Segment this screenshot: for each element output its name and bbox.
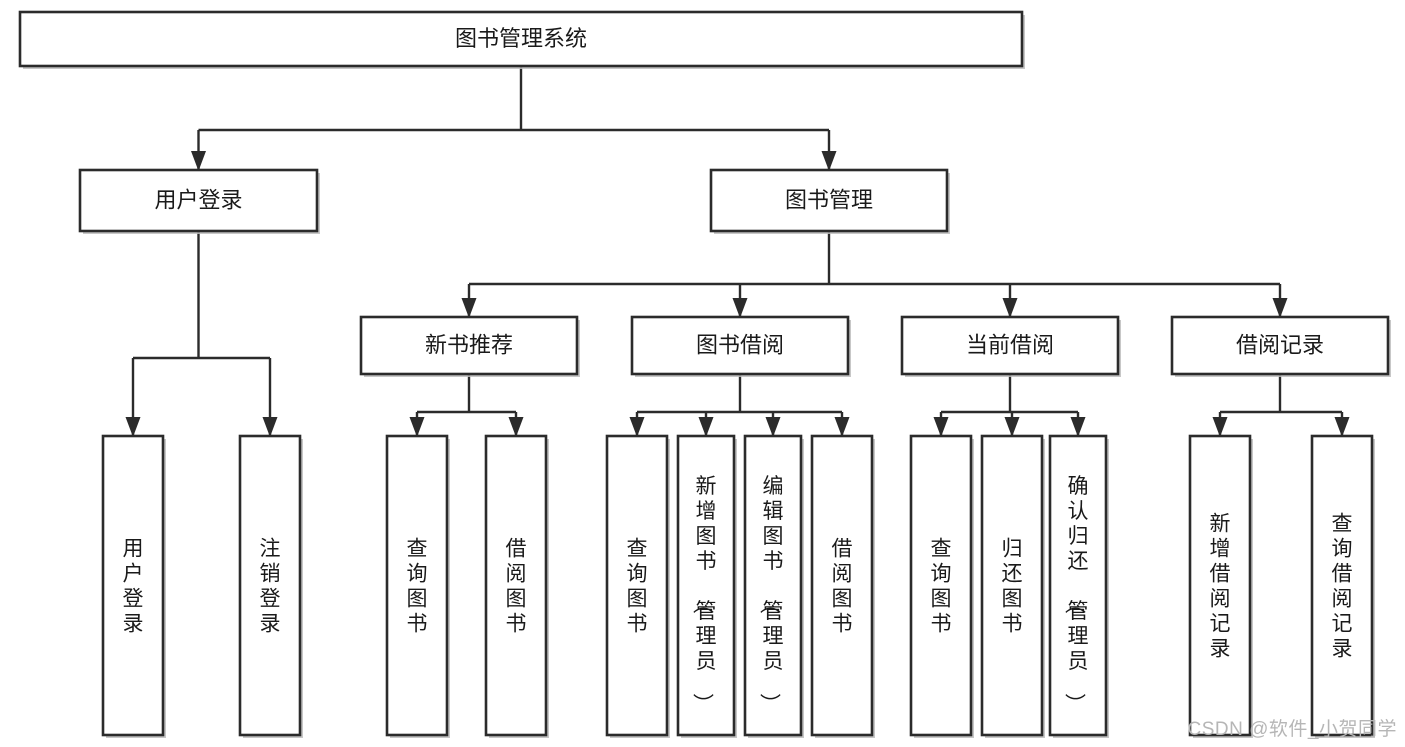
node-leaf-confirm-return[interactable]: 确认归还（管理员）: [1048, 434, 1109, 738]
arrow-head-icon: [765, 417, 781, 437]
node-box[interactable]: [900, 315, 1120, 376]
node-box[interactable]: [810, 434, 874, 737]
node-label: 借阅图书: [506, 538, 527, 636]
node-label: 借阅记录: [1236, 332, 1324, 357]
node-book-manage[interactable]: 图书管理: [709, 168, 950, 234]
arrow-head-icon: [732, 298, 748, 318]
node-label: 借阅图书: [832, 538, 853, 636]
node-box[interactable]: [909, 434, 973, 737]
connector-group: [1212, 374, 1350, 437]
connector-group: [461, 231, 1288, 318]
node-box[interactable]: [1188, 434, 1252, 737]
arrow-head-icon: [1002, 298, 1018, 318]
node-box[interactable]: [484, 434, 548, 737]
node-label: 确认归还（管理员）: [1063, 475, 1089, 714]
node-label: 查询图书: [627, 538, 648, 636]
node-box[interactable]: [743, 434, 803, 737]
connector-group: [933, 374, 1086, 437]
node-label: 新增图书（管理员）: [691, 475, 717, 714]
node-label: 图书管理: [785, 187, 873, 212]
node-label: 查询借阅记录: [1332, 513, 1353, 661]
arrow-head-icon: [933, 417, 949, 437]
arrow-head-icon: [409, 417, 425, 437]
node-leaf-query-record[interactable]: 查询借阅记录: [1310, 434, 1375, 738]
node-label: 当前借阅: [966, 332, 1054, 357]
node-box[interactable]: [385, 434, 449, 737]
node-borrow-record[interactable]: 借阅记录: [1170, 315, 1391, 377]
node-label: 查询图书: [407, 538, 428, 636]
node-leaf-user-logout[interactable]: 注销登录: [238, 434, 303, 738]
watermark-text: CSDN @软件_小贺同学: [1187, 719, 1397, 740]
node-leaf-add-book[interactable]: 新增图书（管理员）: [676, 434, 737, 738]
arrow-head-icon: [821, 151, 837, 171]
node-label: 新书推荐: [425, 332, 513, 357]
arrow-head-icon: [125, 417, 141, 437]
node-leaf-return-book[interactable]: 归还图书: [980, 434, 1045, 738]
node-label: 注销登录: [260, 538, 281, 636]
arrow-head-icon: [629, 417, 645, 437]
node-label: 用户登录: [154, 187, 242, 212]
node-leaf-query-book-3[interactable]: 查询图书: [909, 434, 974, 738]
arrow-head-icon: [1334, 417, 1350, 437]
arrow-head-icon: [1070, 417, 1086, 437]
node-leaf-borrow-book-1[interactable]: 借阅图书: [484, 434, 549, 738]
node-leaf-query-book-2[interactable]: 查询图书: [605, 434, 670, 738]
node-box[interactable]: [1048, 434, 1108, 737]
node-box[interactable]: [1310, 434, 1374, 737]
node-label: 图书借阅: [696, 332, 784, 357]
arrow-head-icon: [1272, 298, 1288, 318]
node-box[interactable]: [605, 434, 669, 737]
node-leaf-query-book-1[interactable]: 查询图书: [385, 434, 450, 738]
arrow-head-icon: [262, 417, 278, 437]
node-leaf-user-login[interactable]: 用户登录: [101, 434, 166, 738]
node-box[interactable]: [1170, 315, 1390, 376]
node-new-book-rec[interactable]: 新书推荐: [359, 315, 580, 377]
node-box[interactable]: [676, 434, 736, 737]
connector-group: [125, 231, 278, 437]
arrow-head-icon: [1212, 417, 1228, 437]
node-label: 编辑图书（管理员）: [758, 475, 784, 714]
connector-group: [191, 66, 837, 171]
node-box[interactable]: [238, 434, 302, 737]
node-label: 查询图书: [931, 538, 952, 636]
connector-layer: [125, 66, 1350, 437]
node-label: 图书管理系统: [455, 26, 587, 51]
node-box[interactable]: [18, 10, 1024, 68]
node-box[interactable]: [101, 434, 165, 737]
connector-group: [629, 374, 850, 437]
arrow-head-icon: [508, 417, 524, 437]
connector-group: [409, 374, 524, 437]
node-label: 归还图书: [1002, 538, 1023, 636]
arrow-head-icon: [461, 298, 477, 318]
node-box[interactable]: [630, 315, 850, 376]
node-box[interactable]: [78, 168, 319, 233]
node-label: 用户登录: [123, 538, 144, 636]
node-user-login[interactable]: 用户登录: [78, 168, 320, 234]
node-leaf-add-record[interactable]: 新增借阅记录: [1188, 434, 1253, 738]
arrow-head-icon: [834, 417, 850, 437]
arrow-head-icon: [698, 417, 714, 437]
node-leaf-edit-book[interactable]: 编辑图书（管理员）: [743, 434, 804, 738]
node-box[interactable]: [709, 168, 949, 233]
node-layer: 图书管理系统用户登录图书管理新书推荐图书借阅当前借阅借阅记录用户登录注销登录查询…: [18, 10, 1391, 738]
node-current-borrow[interactable]: 当前借阅: [900, 315, 1121, 377]
arrow-head-icon: [1004, 417, 1020, 437]
node-book-borrow[interactable]: 图书借阅: [630, 315, 851, 377]
node-leaf-borrow-book-2[interactable]: 借阅图书: [810, 434, 875, 738]
node-label: 新增借阅记录: [1210, 513, 1231, 661]
node-box[interactable]: [980, 434, 1044, 737]
arrow-head-icon: [191, 151, 206, 171]
node-box[interactable]: [359, 315, 579, 376]
node-root[interactable]: 图书管理系统: [18, 10, 1025, 69]
